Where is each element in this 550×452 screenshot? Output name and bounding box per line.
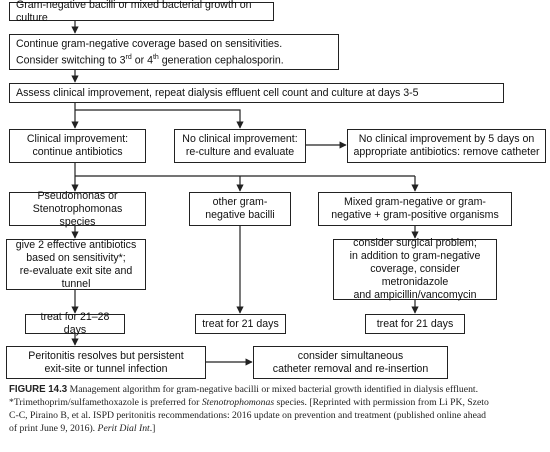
box-persistent-infection-text: Peritonitis resolves but persistent exit… [28, 349, 184, 375]
box-treat-21-middle: treat for 21 days [195, 314, 286, 334]
box-treat-21-middle-text: treat for 21 days [202, 317, 279, 330]
cephalosporin-text-a: Consider switching to 3 [16, 54, 126, 67]
superscript-rd: rd [125, 53, 132, 61]
box-assess-improvement-text: Assess clinical improvement, repeat dial… [16, 86, 419, 99]
box-continue-coverage: Continue gram-negative coverage based on… [9, 34, 339, 70]
figure-label: FIGURE 14.3 [9, 384, 68, 395]
box-assess-improvement: Assess clinical improvement, repeat dial… [9, 83, 504, 103]
box-culture-result: Gram-negative bacilli or mixed bacterial… [9, 0, 274, 24]
box-persistent-infection: Peritonitis resolves but persistent exit… [6, 346, 206, 379]
cephalosporin-text-b: or 4 [131, 54, 153, 67]
caption-line4-post: .] [149, 423, 156, 434]
arrow-b3-b5 [75, 109, 244, 129]
box-treat-21-28: treat for 21–28 days [25, 311, 125, 336]
box-remove-catheter: No clinical improvement by 5 days on app… [347, 129, 546, 163]
box-no-clinical-improvement-text: No clinical improvement: re-culture and … [182, 133, 298, 158]
caption-line2-italic: Stenotrophomonas [201, 397, 275, 408]
box-other-gram-negative-text: other gram- negative bacilli [205, 196, 275, 221]
box-treat-21-28-text: treat for 21–28 days [40, 311, 110, 336]
box-culture-result-text: Gram-negative bacilli or mixed bacterial… [16, 0, 252, 24]
box-catheter-reinsertion: consider simultaneous catheter removal a… [253, 346, 448, 379]
caption-line3: C-C, Piraino B, et al. ISPD peritonitis … [9, 410, 487, 421]
superscript-th: th [152, 53, 159, 61]
box-surgical-problem: consider surgical problem; in addition t… [333, 237, 497, 301]
continue-coverage-line1: Continue gram-negative coverage based on… [16, 37, 283, 50]
box-remove-catheter-text: No clinical improvement by 5 days on app… [353, 133, 540, 158]
caption-line2-post: species. [Reprinted with permission from… [274, 397, 489, 408]
box-surgical-problem-text: consider surgical problem; in addition t… [349, 237, 481, 301]
box-pseudomonas-text: Pseudomonas or Stenotrophomonas species [32, 189, 123, 228]
box-no-clinical-improvement: No clinical improvement: re-culture and … [174, 129, 306, 163]
caption-line1: Management algorithm for gram-negative b… [69, 384, 479, 395]
cephalosporin-text-c: generation cephalosporin. [158, 54, 284, 67]
box-clinical-improvement-text: Clinical improvement: continue antibioti… [26, 133, 129, 158]
box-clinical-improvement: Clinical improvement: continue antibioti… [9, 129, 146, 163]
box-treat-21-right-text: treat for 21 days [376, 317, 454, 330]
continue-coverage-line2: Consider switching to 3rd or 4th generat… [16, 51, 284, 68]
caption-line2-pre: *Trimethoprim/sulfamethoxazole is prefer… [9, 397, 202, 408]
box-mixed-organisms: Mixed gram-negative or gram- negative + … [318, 192, 512, 226]
box-continue-coverage-text: Continue gram-negative coverage based on… [16, 37, 284, 68]
figure-caption: FIGURE 14.3 Management algorithm for gra… [9, 383, 545, 435]
caption-line4-italic: Perit Dial Int [97, 423, 150, 434]
box-catheter-reinsertion-text: consider simultaneous catheter removal a… [272, 349, 429, 375]
box-two-antibiotics: give 2 effective antibiotics based on se… [6, 239, 146, 290]
box-two-antibiotics-text: give 2 effective antibiotics based on se… [15, 238, 137, 290]
box-other-gram-negative: other gram- negative bacilli [189, 192, 291, 226]
box-mixed-organisms-text: Mixed gram-negative or gram- negative + … [331, 196, 499, 221]
box-treat-21-right: treat for 21 days [365, 314, 465, 334]
caption-line4-pre: of print June 9, 2016). [9, 423, 98, 434]
box-pseudomonas: Pseudomonas or Stenotrophomonas species [9, 189, 146, 228]
